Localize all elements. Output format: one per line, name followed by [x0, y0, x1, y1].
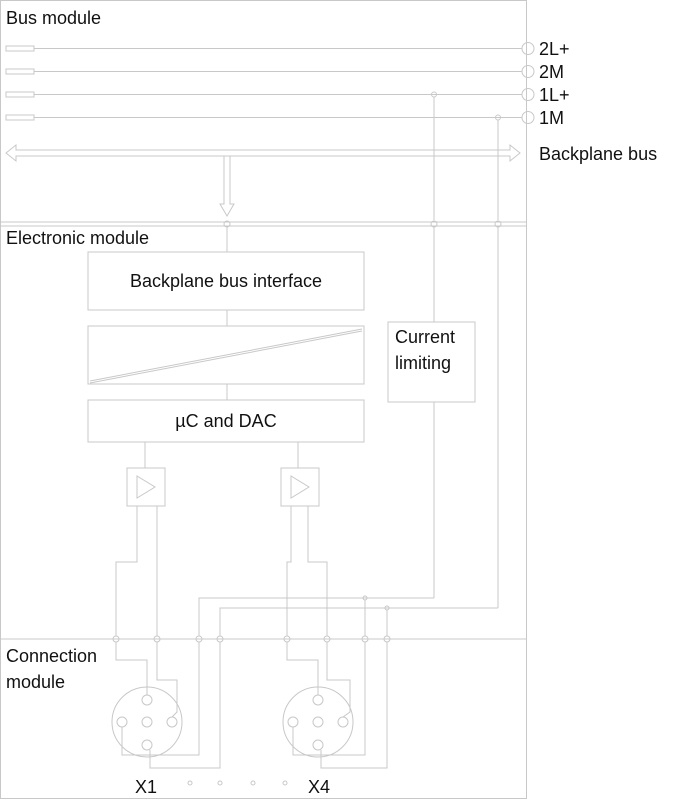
uc-dac-label: µC and DAC	[175, 410, 277, 431]
module-frame	[0, 0, 527, 799]
bus-module-label: Bus module	[6, 8, 102, 28]
backplane-interface-label: Backplane bus interface	[129, 270, 323, 291]
backplane-bus-label: Backplane bus	[539, 144, 658, 164]
bus-line-label-1l: 1L+	[539, 85, 570, 105]
bus-line-label-2l: 2L+	[539, 39, 570, 59]
isolation-block	[87, 325, 365, 385]
bus-lines	[5, 42, 535, 124]
amplifier-1	[126, 467, 166, 507]
bus-line-label-1m: 1M	[539, 108, 565, 128]
spare-dots	[187, 780, 288, 786]
connector-x4	[282, 642, 388, 769]
connector-x1	[111, 642, 221, 769]
amplifier-2	[280, 467, 320, 507]
electronic-module-label: Electronic module	[6, 228, 150, 248]
backplane-interface-block	[87, 251, 365, 311]
connection-module-label: Connection	[6, 646, 98, 666]
supply-taps	[430, 91, 502, 608]
backplane-arrow	[5, 143, 521, 252]
bus-line-label-2m: 2M	[539, 62, 565, 82]
current-limiting-line2: limiting	[395, 353, 452, 373]
current-limiting-line1: Current	[395, 327, 456, 347]
connector-x4-label: X4	[308, 777, 331, 797]
current-limiting-block	[387, 321, 476, 403]
current-limiting-label: Current limiting	[395, 324, 455, 376]
uc-dac-block	[87, 399, 365, 443]
connection-module-label-2: module	[6, 672, 66, 692]
connector-x1-label: X1	[135, 777, 158, 797]
